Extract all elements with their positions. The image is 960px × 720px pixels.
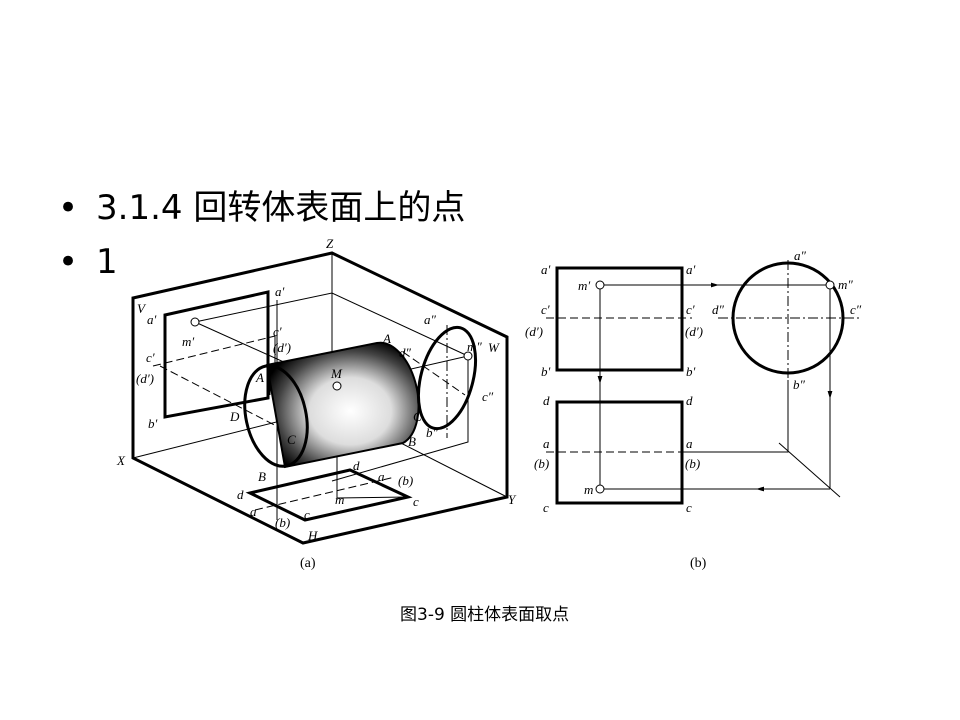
label: c′ bbox=[273, 324, 282, 339]
label: a bbox=[378, 469, 385, 484]
label: c′ bbox=[541, 302, 550, 317]
construction-lines bbox=[682, 380, 841, 498]
section-title: 3.1.4 回转体表面上的点 bbox=[96, 188, 466, 228]
bullet-marker: • bbox=[58, 188, 79, 228]
label: a bbox=[543, 436, 550, 451]
label: d bbox=[686, 393, 693, 408]
label: D bbox=[229, 409, 240, 424]
label: C bbox=[413, 409, 422, 424]
label: m″ bbox=[838, 277, 853, 292]
bullet-text: 1 bbox=[96, 242, 118, 282]
label: (b) bbox=[275, 515, 290, 530]
label: C bbox=[287, 432, 296, 447]
label-X: X bbox=[116, 453, 126, 468]
label: d bbox=[353, 458, 360, 473]
label: a bbox=[250, 504, 257, 519]
diagram-a-pictorial: Z V W X Y H a′ a′ m′ c′ (d′) c′ (d′) b′ … bbox=[116, 236, 517, 571]
label: m″ bbox=[467, 339, 482, 354]
label: m′ bbox=[578, 278, 590, 293]
label: A bbox=[255, 370, 264, 385]
label: c″ bbox=[482, 389, 494, 404]
v-projection-rect bbox=[163, 290, 270, 419]
point-M bbox=[332, 381, 342, 391]
label: a′ bbox=[275, 284, 285, 299]
label: a bbox=[686, 436, 693, 451]
bullet-section-title: • 3.1.4 回转体表面上的点 bbox=[58, 180, 465, 229]
label-Y: Y bbox=[508, 492, 517, 507]
circle-centerlines bbox=[718, 260, 862, 380]
label-W: W bbox=[488, 340, 500, 355]
diagram-b-labels: a′ a′ m′ c′ c′ (d′) (d′) b′ b′ a″ m″ d″ … bbox=[525, 248, 862, 515]
label: a″ bbox=[424, 312, 437, 327]
label: (d′) bbox=[525, 324, 543, 339]
label: b″ bbox=[426, 425, 439, 440]
label: (b) bbox=[534, 456, 549, 471]
label: (d′) bbox=[273, 340, 291, 355]
point-m bbox=[595, 484, 605, 494]
label: c′ bbox=[146, 350, 155, 365]
label: d″ bbox=[399, 345, 412, 360]
hidden-centerlines bbox=[546, 317, 692, 453]
label: c bbox=[304, 507, 310, 522]
point-m-double-prime bbox=[463, 351, 473, 361]
label: a′ bbox=[541, 262, 551, 277]
label: d″ bbox=[712, 302, 725, 317]
label: b′ bbox=[686, 364, 696, 379]
label: a′ bbox=[147, 312, 157, 327]
label: (b) bbox=[398, 473, 413, 488]
point-m-double-prime bbox=[825, 280, 835, 290]
label: (d′) bbox=[136, 371, 154, 386]
label: (b) bbox=[685, 456, 700, 471]
label: m bbox=[584, 482, 593, 497]
label-V: V bbox=[137, 301, 147, 316]
label: a′ bbox=[686, 262, 696, 277]
front-view-rect bbox=[555, 266, 684, 372]
label: d bbox=[543, 393, 550, 408]
cylinder-left-end bbox=[243, 364, 309, 468]
label: B bbox=[408, 434, 416, 449]
bullet-item-1: •1 bbox=[58, 242, 118, 282]
label: (d′) bbox=[685, 324, 703, 339]
label: c′ bbox=[686, 302, 695, 317]
label: b′ bbox=[148, 416, 158, 431]
hidden-lines bbox=[152, 335, 466, 511]
figure-caption: 图3-9 圆柱体表面取点 bbox=[400, 605, 570, 625]
bullet-marker: • bbox=[58, 242, 79, 282]
label: c bbox=[413, 494, 419, 509]
diagram-a-labels: Z V W X Y H a′ a′ m′ c′ (d′) c′ (d′) b′ … bbox=[116, 236, 517, 543]
label-H: H bbox=[307, 528, 318, 543]
label: M bbox=[330, 366, 343, 381]
label: b″ bbox=[793, 377, 806, 392]
label: c bbox=[543, 500, 549, 515]
point-m-prime bbox=[595, 280, 605, 290]
label: c″ bbox=[850, 302, 862, 317]
w-projection-circle bbox=[417, 325, 477, 431]
label-Z: Z bbox=[326, 236, 334, 251]
label: B bbox=[258, 469, 266, 484]
label: b′ bbox=[541, 364, 551, 379]
label: A bbox=[382, 331, 391, 346]
label: d bbox=[237, 487, 244, 502]
diagram-b-orthographic: a′ a′ m′ c′ c′ (d′) (d′) b′ b′ a″ m″ d″ … bbox=[525, 248, 862, 571]
label: m′ bbox=[182, 334, 194, 349]
label: a″ bbox=[794, 248, 807, 263]
diagram-a-caption: (a) bbox=[300, 556, 316, 571]
cylinder-body bbox=[265, 341, 420, 469]
label: m bbox=[335, 492, 344, 507]
label: c bbox=[686, 500, 692, 515]
diagram-b-caption: (b) bbox=[690, 556, 707, 571]
point-m-prime bbox=[190, 317, 200, 327]
